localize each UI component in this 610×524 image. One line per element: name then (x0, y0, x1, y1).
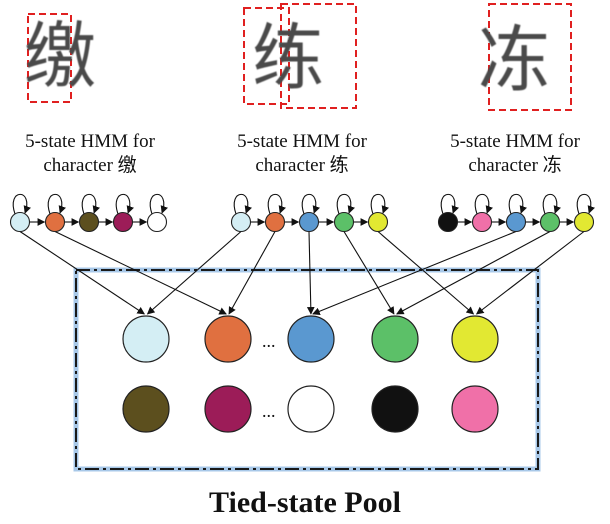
hmm-state-1-4 (112, 211, 134, 233)
hmm-state-3-3 (505, 211, 527, 233)
self-loop-2-2 (267, 193, 286, 215)
self-loop-1-4 (115, 193, 134, 215)
tie-arrow-3-3 (312, 230, 517, 315)
pool-state-1-1 (122, 315, 170, 363)
hmm-label-char1-line2: character 缴 (43, 155, 137, 176)
hmm-state-3-2 (471, 211, 493, 233)
hmm-label-char3-line2: character 冻 (468, 155, 562, 176)
hmm-label-char2-line2: character 练 (255, 155, 349, 176)
self-loop-1-2 (47, 193, 66, 215)
hmm-label-char2-line1: 5-state HMM for (237, 131, 367, 152)
hmm-state-2-4 (333, 211, 355, 233)
self-loop-2-3 (301, 193, 320, 215)
tie-arrow-2-2 (228, 231, 276, 315)
self-loop-2-4 (336, 193, 355, 215)
self-loop-3-4 (542, 193, 561, 215)
hmm-label-char1-line1: 5-state HMM for (25, 131, 155, 152)
hmm-label-char1: 5-state HMM for character 缴 (0, 130, 180, 178)
dashed-box-char2b (280, 3, 357, 109)
pool-state-2-3 (287, 385, 335, 433)
dashed-box-char2a (243, 7, 290, 105)
handwritten-char-2: 练 (252, 16, 325, 100)
hmm-state-2-5 (367, 211, 389, 233)
self-loop-2-1 (233, 193, 252, 215)
hmm-label-char2: 5-state HMM for character 练 (212, 130, 392, 178)
pool-state-1-5 (451, 315, 499, 363)
hmm-state-2-1 (230, 211, 252, 233)
pool-state-1-3 (287, 315, 335, 363)
pool-states (122, 315, 499, 433)
hmm-state-1-2 (44, 211, 66, 233)
pool-ellipsis-row2: ... (262, 401, 276, 421)
tie-arrow-2-5 (377, 231, 475, 315)
self-loop-1-1 (12, 193, 31, 215)
self-loop-3-5 (576, 193, 595, 215)
tie-arrow-2-4 (343, 231, 395, 315)
hmm-label-char3: 5-state HMM for character 冻 (425, 130, 605, 178)
tie-arrow-2-3 (306, 231, 315, 315)
pool-border (75, 269, 539, 470)
pool-state-1-4 (371, 315, 419, 363)
pool-state-2-1 (122, 385, 170, 433)
self-loop-1-3 (81, 193, 100, 215)
tie-arrow-2-1 (146, 231, 242, 315)
hmm-state-1-1 (9, 211, 31, 233)
hmm-state-1-3 (78, 211, 100, 233)
pool-state-2-5 (451, 385, 499, 433)
dashed-box-char3 (488, 3, 572, 111)
self-loop-2-5 (370, 193, 389, 215)
hmm-state-1-5 (146, 211, 168, 233)
self-loop-3-1 (440, 193, 459, 215)
tie-arrow-3-4 (396, 231, 551, 315)
pool-title: Tied-state Pool (209, 486, 401, 519)
pool-glow (73, 267, 541, 472)
hmm-state-3-5 (573, 211, 595, 233)
self-loop-3-3 (508, 193, 527, 215)
hmm-label-char3-line1: 5-state HMM for (450, 131, 580, 152)
handwritten-char-3: 冻 (478, 18, 551, 102)
tie-arrow-3-5 (475, 231, 585, 315)
hmm-state-3-1 (437, 211, 459, 233)
hmm-state-2-2 (264, 211, 286, 233)
self-loop-3-2 (474, 193, 493, 215)
hmm-chains (9, 193, 595, 233)
tie-arrow-1-2 (54, 231, 227, 315)
pool-state-1-2 (204, 315, 252, 363)
pool-ellipsis-row1: ... (262, 331, 276, 351)
pool-state-2-2 (204, 385, 252, 433)
hmm-state-3-4 (539, 211, 561, 233)
handwritten-char-1: 缴 (24, 14, 97, 98)
state-tie-arrows (19, 230, 585, 315)
self-loop-1-5 (149, 193, 168, 215)
hmm-state-2-3 (298, 211, 320, 233)
tie-arrow-1-1 (19, 231, 145, 315)
pool-state-2-4 (371, 385, 419, 433)
dashed-segment-boxes (27, 3, 572, 111)
